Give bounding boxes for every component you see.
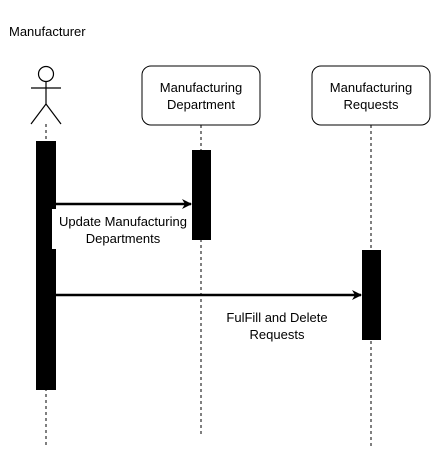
actor-figure xyxy=(30,65,62,125)
department-activation-bar xyxy=(192,150,211,240)
participant-label-line1: Manufacturing xyxy=(160,80,242,95)
message-label-line1: FulFill and Delete xyxy=(226,310,327,325)
message-label-line1: Update Manufacturing xyxy=(59,214,187,229)
message-label-bg xyxy=(52,209,192,249)
participant-manufacturing-department: Manufacturing Department xyxy=(141,65,261,126)
requests-activation-bar xyxy=(362,250,381,340)
participant-label-line1: Manufacturing xyxy=(330,80,412,95)
actor-label: Manufacturer xyxy=(9,24,86,39)
participant-box xyxy=(141,65,261,126)
participant-label-line2: Department xyxy=(167,97,235,112)
message-label-line2: Requests xyxy=(250,327,305,342)
actor-activation-bar xyxy=(36,141,56,390)
participant-label-line2: Requests xyxy=(344,97,399,112)
participant-manufacturing-requests: Manufacturing Requests xyxy=(311,65,431,126)
message-label-line2: Departments xyxy=(86,231,161,246)
participant-box xyxy=(311,65,431,126)
